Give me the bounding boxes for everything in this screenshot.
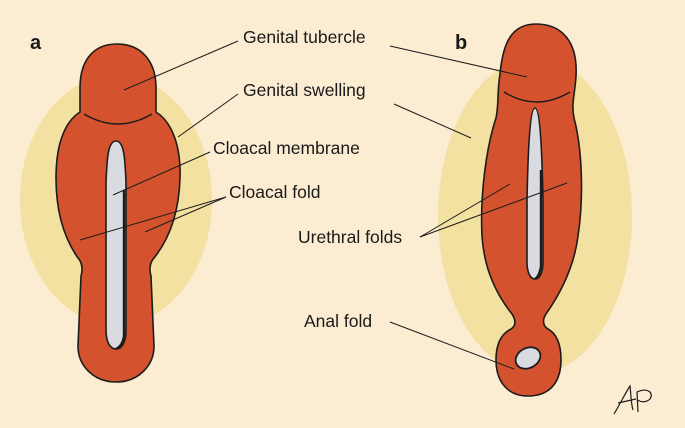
anal-opening-b	[514, 346, 542, 370]
leader-genital-tubercle-b	[389, 45, 528, 78]
leader-cloacal-fold-left	[79, 196, 227, 241]
membrane-shadow-a	[115, 190, 126, 351]
panel-label-b: b	[455, 32, 468, 54]
leader-lines	[79, 40, 568, 370]
leader-genital-swelling-a	[177, 93, 239, 138]
label-urethral-folds: Urethral folds	[298, 227, 403, 247]
leader-genital-tubercle-a	[123, 40, 239, 91]
label-genital-tubercle: Genital tubercle	[243, 27, 366, 47]
signature-a-stroke	[613, 384, 637, 415]
leader-genital-swelling-b	[393, 103, 472, 139]
panel-b-figure	[438, 23, 632, 397]
label-cloacal-fold: Cloacal fold	[229, 182, 321, 202]
label-anal-fold: Anal fold	[304, 311, 373, 331]
leader-urethral-fold-right	[419, 182, 568, 238]
groove-shadow-b	[534, 170, 543, 280]
panel-a-figure	[20, 43, 212, 383]
leader-cloacal-fold-right	[144, 196, 227, 233]
leader-anal-fold	[389, 321, 515, 370]
panel-label-a: a	[30, 32, 42, 54]
label-genital-swelling: Genital swelling	[243, 80, 366, 100]
tubercle-crease-a	[83, 113, 153, 125]
leader-urethral-fold-left	[419, 183, 511, 238]
label-cloacal-membrane: Cloacal membrane	[213, 138, 360, 158]
signature-mark	[613, 384, 652, 415]
signature-p-stroke	[636, 389, 652, 413]
tubercle-crease-b	[503, 91, 571, 103]
leader-cloacal-membrane	[112, 151, 211, 196]
